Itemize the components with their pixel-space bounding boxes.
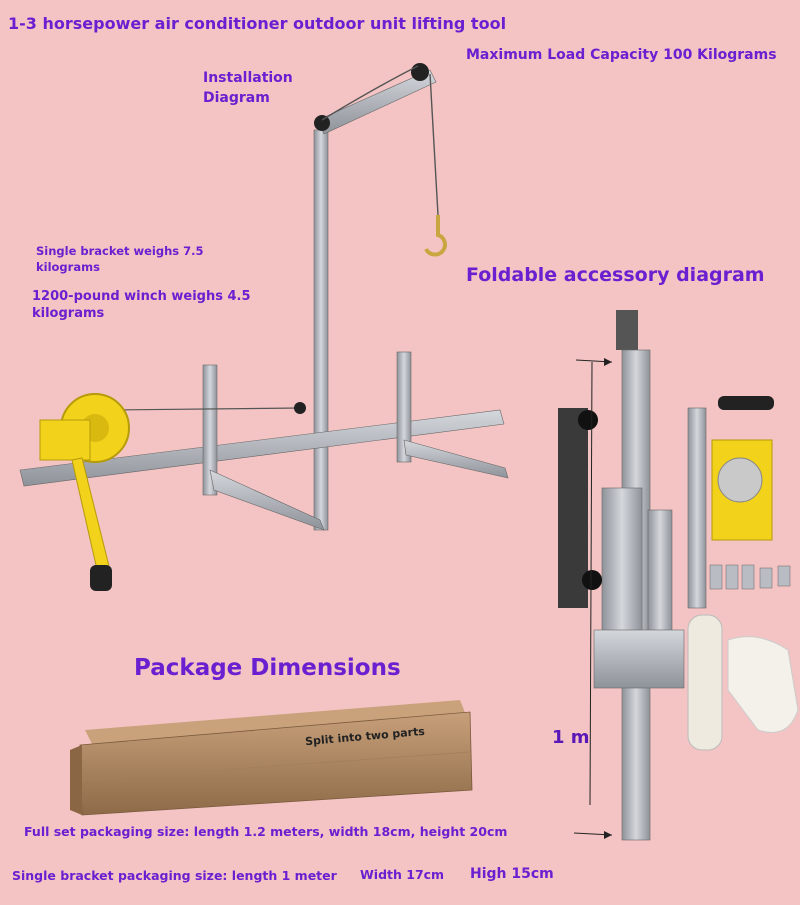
full-set-size-label: Full set packaging size: length 1.2 mete… (24, 824, 508, 839)
single-bracket-width-label: Width 17cm (360, 867, 445, 882)
winch-weight-label: 1200-pound winch weighs 4.5 kilograms (32, 289, 251, 321)
gloves-icon (727, 636, 799, 733)
single-bracket-size-label: Single bracket packaging size: length 1 … (12, 868, 337, 883)
winch (39, 393, 130, 591)
foldable-accessory-title: Foldable accessory diagram (466, 264, 765, 286)
foldable-accessories (558, 310, 799, 841)
mini-winch-handle-icon (718, 396, 774, 410)
length-marker-label: 1 m (552, 727, 590, 748)
single-bracket-height-label: High 15cm (470, 866, 554, 882)
winch-handle-icon (90, 565, 112, 591)
crane-assembly (19, 63, 509, 531)
hook-icon (424, 215, 447, 257)
load-capacity-label: Maximum Load Capacity 100 Kilograms (466, 47, 777, 63)
package-dimensions-title: Package Dimensions (134, 655, 401, 681)
bracket-weight-label: Single bracket weighs 7.5 kilograms (36, 244, 204, 274)
bolts-icon (709, 564, 791, 590)
strap-icon (687, 614, 723, 751)
installation-diagram-label: Installation Diagram (203, 70, 293, 106)
package-box (70, 700, 473, 816)
page-title: 1-3 horsepower air conditioner outdoor u… (8, 14, 507, 33)
